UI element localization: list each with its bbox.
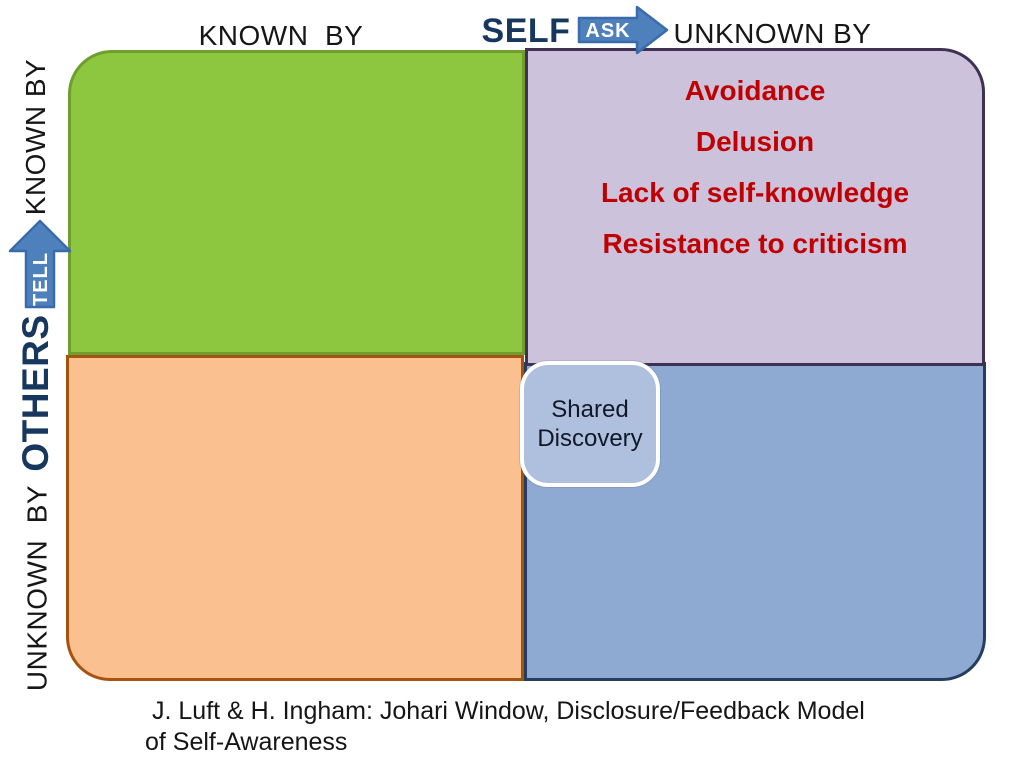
blind-quadrant-item: Delusion — [695, 126, 815, 157]
quadrant-unknown-self-known-others: Avoidance Delusion Lack of self-knowledg… — [525, 48, 985, 366]
shared-discovery-label-line2: Discovery — [537, 425, 643, 452]
left-axis-others-label: OTHERS — [15, 314, 56, 472]
shared-discovery-label-line1: Shared — [551, 396, 629, 423]
top-axis-self-label: SELF — [481, 12, 571, 50]
ask-arrow-icon: ASK — [577, 4, 669, 56]
shared-discovery-box: Shared Discovery — [520, 361, 660, 487]
caption-line1: J. Luft & H. Ingham: Johari Window, Disc… — [152, 697, 865, 725]
caption-line2: of Self-Awareness — [145, 728, 348, 756]
tell-arrow-label: TELL — [30, 252, 52, 306]
tell-arrow-icon: TELL — [8, 219, 72, 309]
ask-arrow-label: ASK — [585, 20, 630, 42]
blind-quadrant-item: Resistance to criticism — [602, 228, 908, 259]
caption: J. Luft & H. Ingham: Johari Window, Disc… — [145, 696, 925, 758]
quadrant-known-self-known-others — [68, 50, 525, 355]
blind-quadrant-item: Avoidance — [684, 75, 826, 106]
left-axis-unknown-by-label: UNKNOWN BY — [21, 484, 53, 692]
top-axis-known-by-label: KNOWN BY — [198, 20, 364, 51]
left-axis-known-by-label: KNOWN BY — [20, 58, 51, 216]
blind-quadrant-item: Lack of self-knowledge — [600, 177, 910, 208]
quadrant-known-self-unknown-others — [66, 355, 524, 681]
top-axis-unknown-by-label: UNKNOWN BY — [673, 18, 872, 49]
